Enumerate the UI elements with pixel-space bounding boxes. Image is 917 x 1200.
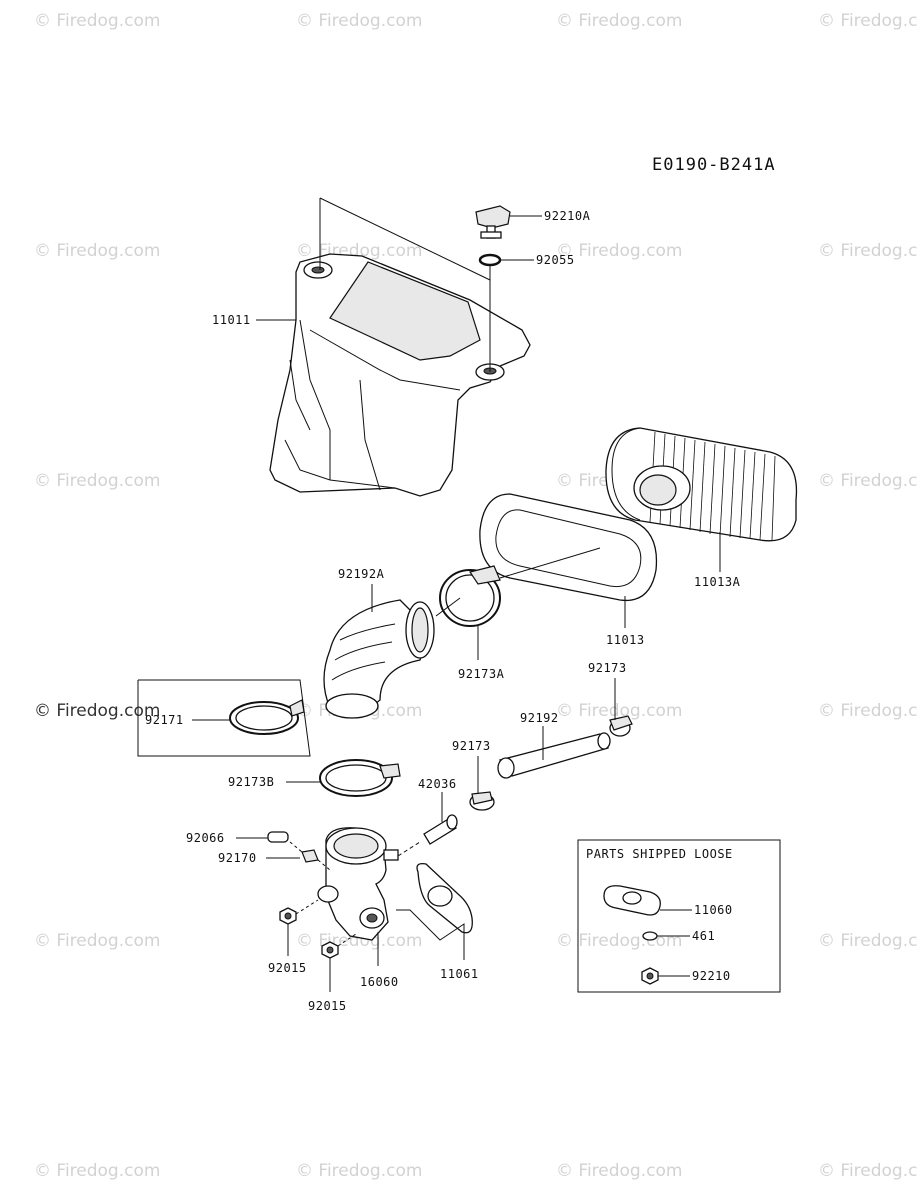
gasket-11060 [603, 885, 661, 916]
watermark: © Firedog.com [34, 471, 160, 491]
label-92173A: 92173A [458, 667, 505, 681]
label-92192A: 92192A [338, 567, 385, 581]
knob-part [475, 205, 511, 239]
intake-elbow [317, 827, 399, 941]
clamp-box-92171 [137, 679, 311, 757]
watermark-grid: © Firedog.com © Firedog.com © Firedog.co… [34, 11, 917, 1181]
watermark: © Firedog.com [818, 11, 917, 31]
watermark: © Firedog.com [818, 1161, 917, 1181]
breather-hose [497, 732, 611, 779]
watermark: © Firedog.com [34, 931, 160, 951]
watermark: © Firedog.com [556, 241, 682, 261]
label-92015-b: 92015 [308, 999, 347, 1013]
watermark: © Firedog.com [556, 1161, 682, 1181]
label-92192: 92192 [520, 711, 559, 725]
label-92173B: 92173B [228, 775, 274, 789]
label-92055: 92055 [536, 253, 575, 267]
parts-shipped-loose-box: PARTS SHIPPED LOOSE 11060 461 92210 [577, 839, 781, 993]
watermark: © Firedog.com [296, 11, 422, 31]
label-92173-mid: 92173 [452, 739, 491, 753]
nut-92015-b [321, 941, 339, 959]
watermark: © Firedog.com [556, 931, 682, 951]
pre-cleaner-foam [479, 493, 658, 602]
watermark: © Firedog.com [34, 701, 160, 721]
label-92015-a: 92015 [268, 961, 307, 975]
clamp-92170 [301, 849, 319, 863]
o-ring-part [478, 253, 502, 267]
watermark: © Firedog.com [34, 1161, 160, 1181]
clamp-92173-top [609, 715, 633, 737]
watermark: © Firedog.com [556, 701, 682, 721]
label-11061: 11061 [440, 967, 479, 981]
label-11060: 11060 [694, 903, 733, 917]
nut-92210 [641, 967, 659, 985]
washer-461 [642, 931, 658, 941]
air-cleaner-cover [269, 253, 531, 497]
label-11013A: 11013A [694, 575, 741, 589]
label-92066: 92066 [186, 831, 225, 845]
label-461: 461 [692, 929, 715, 943]
label-11011: 11011 [212, 313, 251, 327]
clamp-92173B-part [319, 759, 401, 797]
label-92173-top: 92173 [588, 661, 627, 675]
watermark: © Firedog.com [34, 11, 160, 31]
plug-92066 [267, 831, 289, 843]
label-92210A: 92210A [544, 209, 591, 223]
watermark: © Firedog.com [818, 931, 917, 951]
label-11013: 11013 [606, 633, 645, 647]
clamp-92173A-part [439, 565, 501, 627]
watermark: © Firedog.com [556, 11, 682, 31]
watermark: © Firedog.com [818, 241, 917, 261]
watermark: © Firedog.com [818, 701, 917, 721]
watermark: © Firedog.com [296, 1161, 422, 1181]
elbow-hose [323, 599, 435, 719]
label-42036: 42036 [418, 777, 457, 791]
watermark: © Firedog.com [818, 471, 917, 491]
box-title: PARTS SHIPPED LOOSE [586, 847, 733, 861]
diagram-code: E0190-B241A [652, 155, 776, 175]
filter-element [605, 427, 798, 542]
label-92170: 92170 [218, 851, 257, 865]
label-16060: 16060 [360, 975, 399, 989]
nut-92015-a [279, 907, 297, 925]
clamp-92173-mid [469, 791, 495, 811]
gasket-11061 [416, 863, 473, 934]
label-92171: 92171 [145, 713, 184, 727]
label-92210: 92210 [692, 969, 731, 983]
watermark: © Firedog.com [34, 241, 160, 261]
breather-pipe [423, 814, 458, 845]
